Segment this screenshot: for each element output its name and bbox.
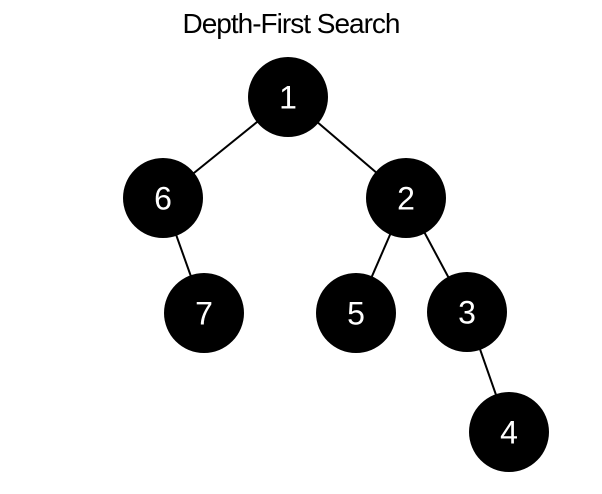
node-circle-4 [469,392,549,472]
graph-node-1: 1 [248,57,328,137]
graph-node-5: 5 [316,273,396,353]
node-circle-1 [248,57,328,137]
node-circle-7 [164,273,244,353]
graph-node-6: 6 [123,158,203,238]
node-circle-6 [123,158,203,238]
diagram-title: Depth-First Search [183,8,400,39]
node-circle-2 [366,158,446,238]
node-circle-5 [316,273,396,353]
graph-node-7: 7 [164,273,244,353]
graph-node-2: 2 [366,158,446,238]
node-circle-3 [427,272,507,352]
graph-node-4: 4 [469,392,549,472]
graph-node-3: 3 [427,272,507,352]
